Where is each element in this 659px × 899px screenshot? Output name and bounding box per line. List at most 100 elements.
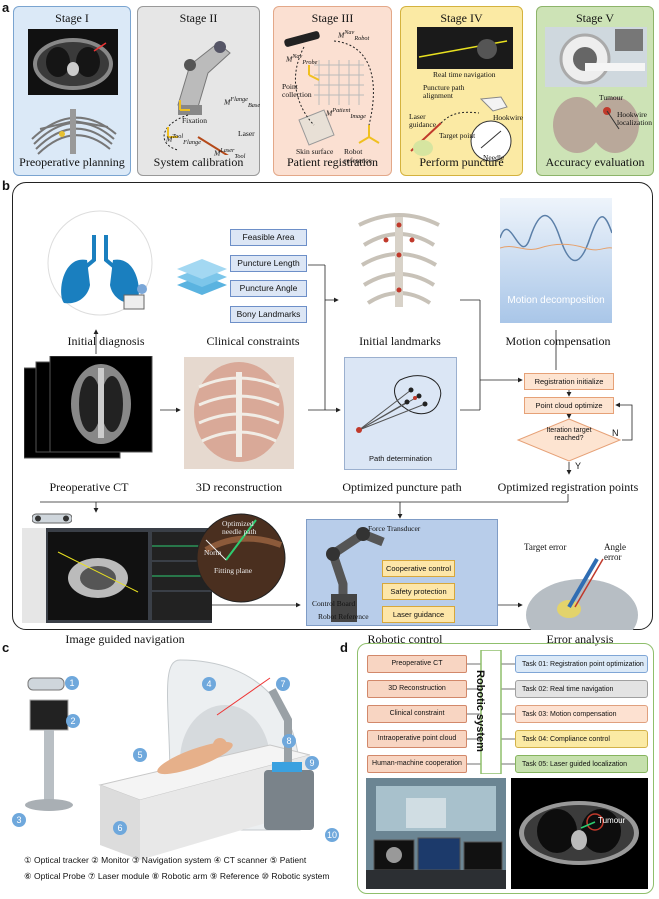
iteration-decision-label: Iteration target reached? — [546, 427, 592, 442]
lung-model-image — [553, 97, 639, 153]
registration-initialize-box: Registration initialize — [524, 373, 614, 390]
stage-5-title: Stage V — [575, 11, 615, 25]
optical-tracker-icon — [32, 513, 72, 524]
ct-scanner-photo — [545, 27, 647, 87]
skin-surface-label: Skin surface — [296, 147, 334, 156]
m-patient-image-label: MPatientImage — [326, 107, 366, 120]
norm-label: Norm — [204, 548, 222, 557]
legend-line-2: ⑥ Optical Probe ⑦ Laser module ⑧ Robotic… — [24, 871, 330, 881]
reconstruction-3d-image — [184, 357, 294, 469]
motion-decomposition-chart — [500, 198, 612, 323]
skeleton-landmarks-image — [358, 213, 440, 307]
legend-line-1: ① Optical tracker ② Monitor ③ Navigation… — [24, 855, 307, 865]
marker-8: 8 — [282, 734, 296, 748]
needle-label: Needle — [483, 153, 505, 162]
navigation-views-figure — [48, 532, 212, 620]
cooperative-control-box: Cooperative control — [382, 560, 455, 577]
input-3d-reconstruction: 3D Reconstruction — [367, 680, 467, 698]
marker-5: 5 — [133, 748, 147, 762]
panel-label-d: d — [340, 640, 348, 655]
m-flange-base-label: MFlangeBase — [224, 96, 261, 109]
optimized-registration-caption: Optimized registration points — [497, 480, 639, 494]
point-cloud-optimize-box: Point cloud optimize — [524, 397, 614, 414]
stage-2-caption: System calibration — [153, 155, 244, 169]
patient-registration-figure — [284, 31, 380, 146]
input-preoperative-ct: Preoperative CT — [367, 655, 467, 673]
decision-no-label: N — [612, 428, 619, 438]
ct-slice-image — [28, 29, 118, 95]
error-analysis-figure — [526, 557, 638, 630]
laser-guidance-label: Laser guidance — [409, 112, 437, 129]
error-analysis-caption: Error analysis — [546, 632, 614, 646]
lungs-icon — [47, 210, 153, 316]
stage-1-title: Stage I — [55, 11, 89, 25]
clinical-constraints-caption: Clinical constraints — [206, 334, 300, 348]
path-determination-label: Path determination — [369, 454, 432, 463]
m-nav-probe-label: MNavProbe — [286, 53, 318, 66]
stage-4-title: Stage IV — [440, 11, 483, 25]
stage-5-caption: Accuracy evaluation — [545, 155, 645, 169]
optimized-path-caption: Optimized puncture path — [342, 480, 462, 494]
hookwire-label: Hookwire — [493, 113, 523, 122]
task-04-box: Task 04: Compliance control — [515, 730, 648, 748]
optimized-needle-path-label: Optimized needle path — [222, 519, 257, 536]
task-01-box: Task 01: Registration point optimization — [515, 655, 648, 673]
marker-7: 7 — [276, 677, 290, 691]
stage-3-caption: Patient registration — [287, 155, 378, 169]
target-point-label: Target point — [439, 131, 476, 140]
marker-10: 10 — [325, 828, 339, 842]
robotic-system-hub — [467, 650, 515, 774]
target-error-label: Target error — [524, 542, 567, 552]
needle-path-detail — [196, 513, 286, 603]
ct-scan-tumour-image — [511, 778, 648, 889]
panel-b-frame — [12, 182, 653, 630]
preoperative-ct-caption: Preoperative CT — [49, 480, 129, 494]
marker-2: 2 — [66, 714, 80, 728]
panel-d-frame — [357, 643, 654, 894]
input-clinical-constraint: Clinical constraint — [367, 705, 467, 723]
stage-2-panel: Stage II Fixation MFlangeBase MToolFlang… — [137, 6, 260, 176]
safety-protection-box: Safety protection — [382, 583, 455, 600]
stage-4-caption: Perform puncture — [419, 155, 504, 169]
navigation-software-screen — [22, 528, 212, 623]
task-02-box: Task 02: Real time navigation — [515, 680, 648, 698]
m-laser-tool-label: MLaserTool — [214, 147, 246, 160]
input-intraoperative-point-cloud: Intraoperative point cloud — [367, 730, 467, 748]
iteration-decision-diamond — [516, 418, 622, 462]
initial-landmarks-caption: Initial landmarks — [359, 334, 441, 348]
marker-9: 9 — [305, 756, 319, 770]
m-nav-robot-label: MNavRobot — [338, 29, 370, 42]
robotic-control-caption: Robotic control — [367, 632, 443, 646]
layers-icon — [177, 259, 227, 295]
fitting-plane-label: Fitting plane — [214, 566, 253, 575]
motion-decomposition-label: Motion decomposition — [507, 295, 605, 306]
image-guided-navigation-caption: Image guided navigation — [65, 632, 185, 646]
stage-1-panel: Stage I Preoperative planning — [13, 6, 131, 176]
navigation-toolbar — [22, 528, 46, 623]
system-setup-figure — [25, 659, 314, 860]
robot-arm-calibration-figure — [163, 41, 231, 155]
stage-3-title: Stage III — [311, 11, 354, 25]
marker-6: 6 — [113, 821, 127, 835]
input-human-machine-cooperation: Human-machine cooperation — [367, 755, 467, 773]
panel-label-b: b — [2, 178, 10, 193]
puncture-figure — [410, 96, 512, 162]
3d-reconstruction-caption: 3D reconstruction — [195, 480, 283, 494]
tumour-label: Tumour — [599, 93, 623, 102]
panel-label-c: c — [2, 640, 10, 655]
m-tool-flange-label: MToolFlange — [166, 133, 201, 146]
puncture-path-alignment-label: Puncture path alignment — [423, 83, 465, 100]
stage-1-caption: Preoperative planning — [19, 155, 125, 169]
robot-reference-label: Robot reference — [344, 147, 372, 165]
tumour-label-d: Tumour — [598, 816, 626, 825]
ribcage-3d-image — [31, 109, 117, 155]
robotic-system-label: Robotic system — [474, 670, 486, 752]
control-board-label: Control Board — [312, 599, 356, 608]
task-05-box: Task 05: Laser guided localization — [515, 755, 648, 773]
decision-yes-label: Y — [575, 461, 582, 471]
marker-1: 1 — [65, 676, 79, 690]
stage-2-title: Stage II — [179, 11, 218, 25]
laser-label: Laser — [238, 129, 255, 138]
hookwire-localization-label: Hookwire localization — [617, 110, 652, 127]
point-collection-label: Point collection — [282, 82, 312, 99]
